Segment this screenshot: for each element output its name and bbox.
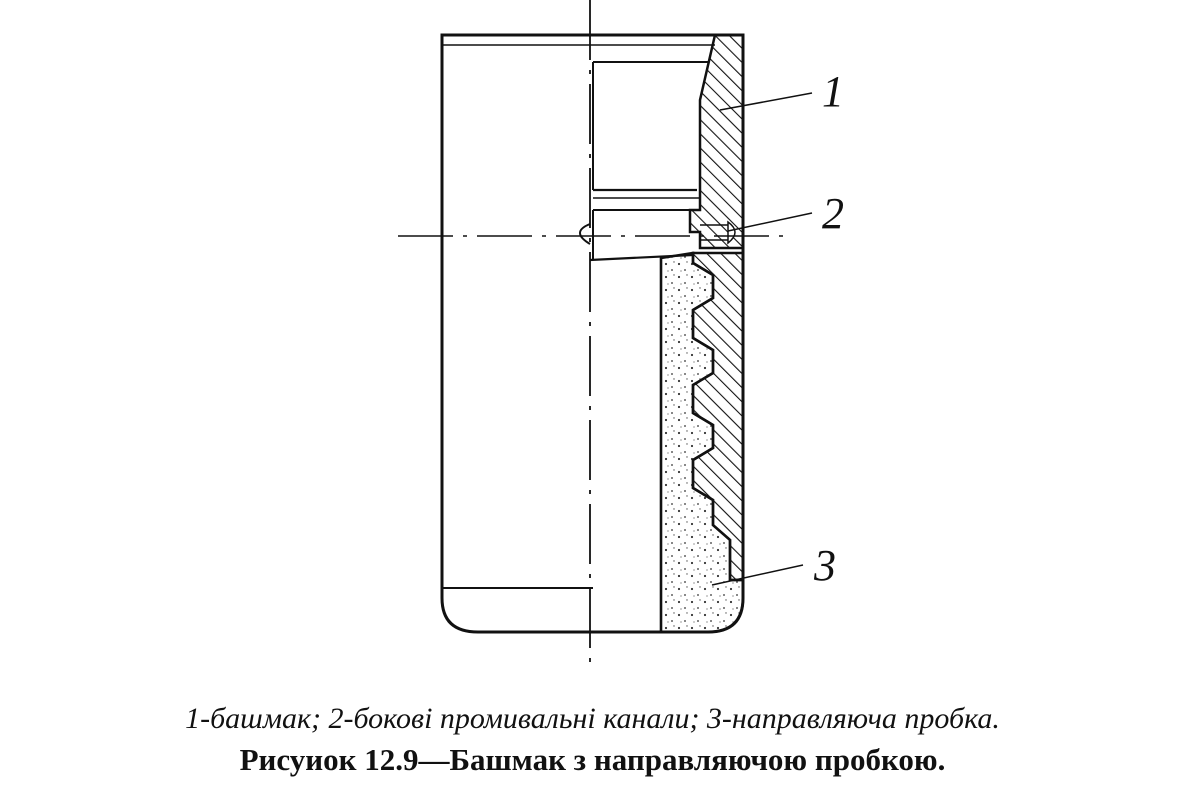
leader-line-2 bbox=[727, 212, 813, 232]
shoe-diagram bbox=[398, 0, 813, 672]
callout-2: 2 bbox=[822, 189, 844, 238]
figure-title: Рисуиок 12.9—Башмак з направляючою пробк… bbox=[239, 742, 946, 777]
channel-port-right bbox=[727, 220, 736, 245]
channel-port-left bbox=[579, 223, 591, 245]
shoe-outline bbox=[440, 33, 745, 634]
leader-line-1 bbox=[719, 92, 813, 111]
callout-3: 3 bbox=[814, 541, 836, 590]
callout-1: 1 bbox=[822, 67, 844, 116]
leader-line-3 bbox=[711, 564, 804, 586]
figure-legend: 1-башмак; 2-бокові промивальні канали; 3… bbox=[185, 702, 1000, 735]
plug-top-line bbox=[589, 253, 694, 262]
